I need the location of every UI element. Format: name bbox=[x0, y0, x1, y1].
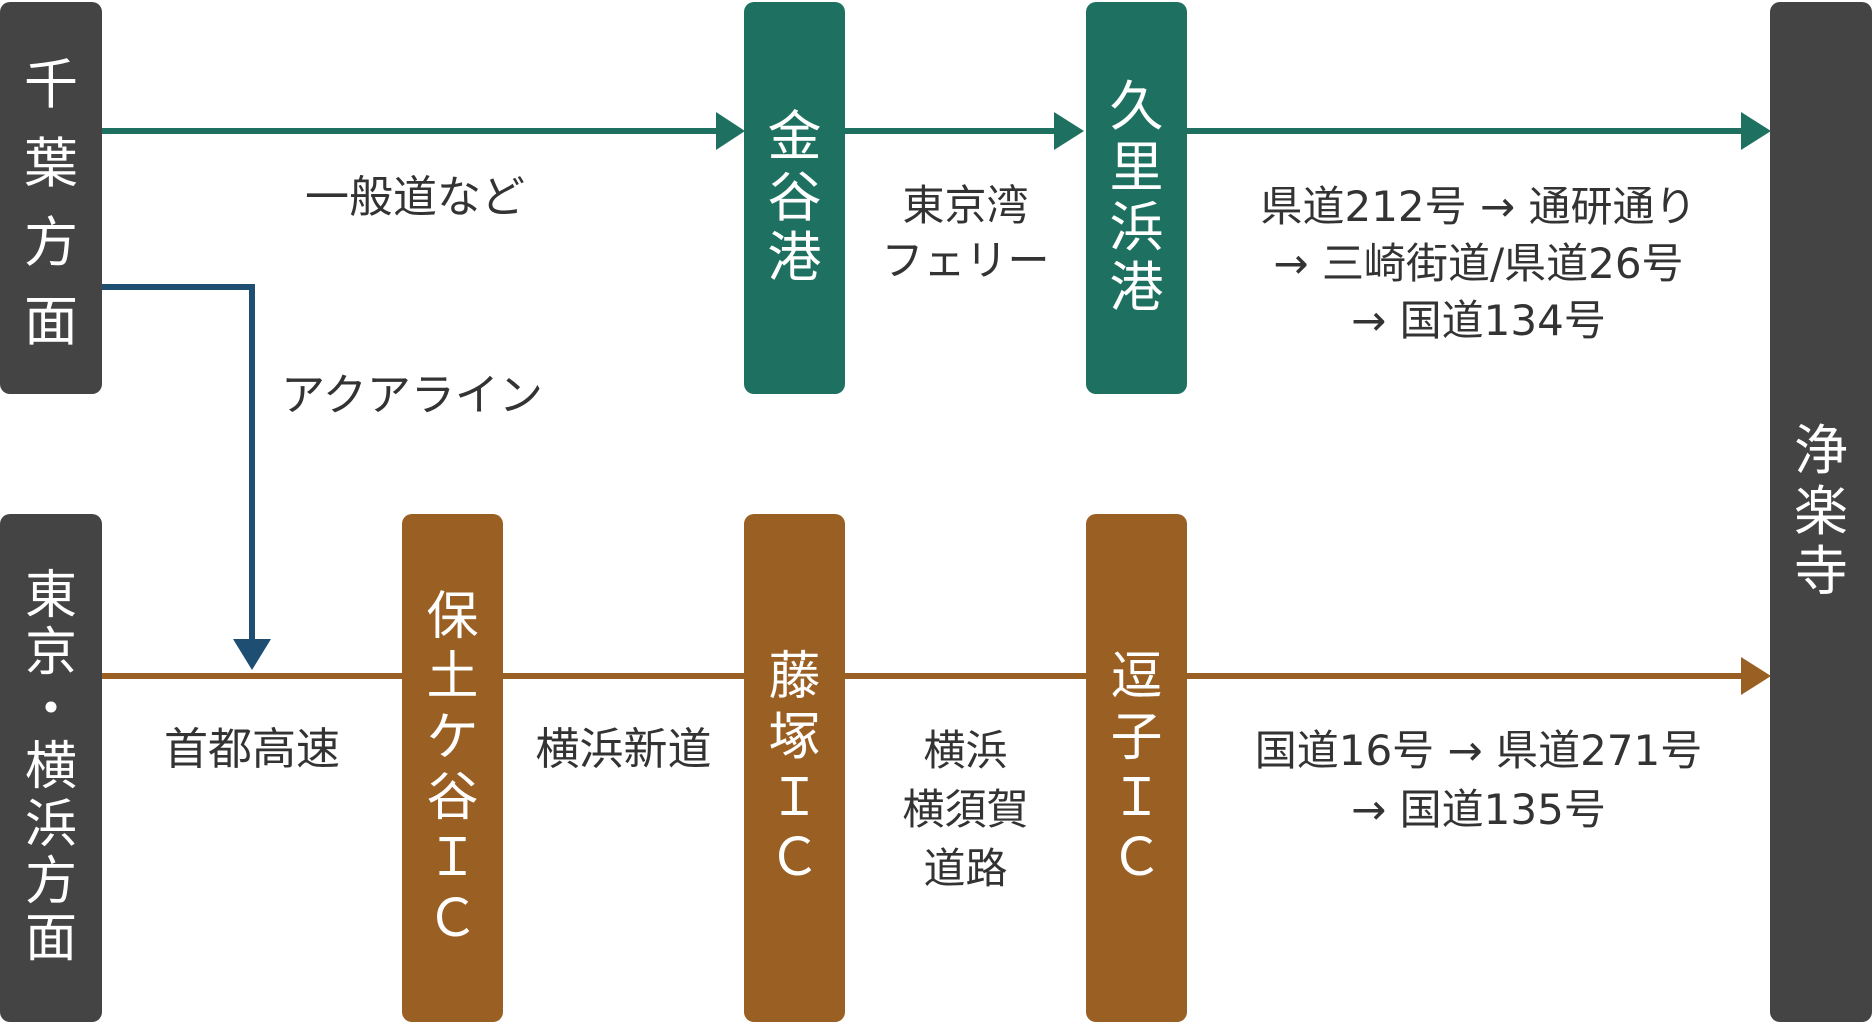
label-shuto-text: 首都高速 bbox=[164, 724, 340, 775]
origin-tokyo-yokohama: 東 京 ・ 横 浜 方 面 bbox=[0, 514, 102, 1022]
ic-fujitsuka-char: Ｃ bbox=[768, 828, 821, 889]
port-kanaya-char: 港 bbox=[767, 226, 822, 290]
origin-tokyo-char: 京 bbox=[24, 623, 77, 684]
label-yokohama-yokosuka-road: 横浜 横須賀 道路 bbox=[845, 722, 1086, 898]
ic-hodogaya: 保 土 ケ 谷 Ｉ Ｃ bbox=[402, 514, 503, 1022]
label-general-roads: 一般道など bbox=[250, 168, 580, 227]
ic-fujitsuka: 藤 塚 Ｉ Ｃ bbox=[744, 514, 845, 1022]
origin-chiba-char: 葉 bbox=[24, 132, 78, 195]
arrowhead-destination-top bbox=[1741, 112, 1771, 150]
ic-hodogaya-char: ケ bbox=[426, 707, 479, 768]
ic-zushi: 逗 子 Ｉ Ｃ bbox=[1086, 514, 1187, 1022]
origin-chiba-char: 方 bbox=[24, 211, 78, 274]
ic-fujitsuka-char: 藤 bbox=[768, 647, 821, 708]
label-ferry-line: フェリー bbox=[881, 236, 1050, 286]
arrowhead-aqualine bbox=[233, 639, 271, 670]
label-route-line: → 国道134号 bbox=[1351, 296, 1606, 346]
ic-hodogaya-char: Ｃ bbox=[426, 888, 479, 949]
label-route-line: → 国道135号 bbox=[1351, 784, 1606, 834]
origin-tokyo-char: 面 bbox=[24, 908, 77, 969]
label-shuto-expressway: 首都高速 bbox=[102, 720, 402, 779]
label-route-line: 県道212号 → 通研通り bbox=[1260, 182, 1697, 231]
label-yokohama-shindo: 横浜新道 bbox=[503, 720, 744, 779]
origin-chiba-char: 面 bbox=[24, 290, 78, 353]
label-ferry-line: 東京湾 bbox=[902, 181, 1029, 230]
ic-hodogaya-char: 谷 bbox=[426, 768, 479, 828]
port-kurihama-char: 浜 bbox=[1109, 196, 1164, 259]
ic-hodogaya-char: Ｉ bbox=[426, 828, 479, 889]
port-kurihama-char: 港 bbox=[1109, 256, 1164, 320]
label-zushi-to-jorakuji: 国道16号 → 県道271号 → 国道135号 bbox=[1187, 722, 1770, 840]
arrowhead-destination-bottom bbox=[1741, 657, 1771, 695]
destination-char: 寺 bbox=[1794, 540, 1848, 604]
ic-hodogaya-char: 保 bbox=[426, 587, 479, 648]
port-kanaya: 金 谷 港 bbox=[744, 2, 845, 394]
ic-fujitsuka-char: Ｉ bbox=[768, 768, 821, 828]
ic-zushi-char: 子 bbox=[1110, 707, 1163, 768]
label-yy-road-line: 横浜 bbox=[923, 726, 1008, 775]
ic-hodogaya-char: 土 bbox=[426, 647, 479, 708]
origin-chiba-char: 千 bbox=[24, 53, 78, 116]
port-kurihama-char: 久 bbox=[1109, 75, 1164, 139]
label-shindo-text: 横浜新道 bbox=[535, 724, 712, 775]
origin-chiba: 千 葉 方 面 bbox=[0, 2, 102, 394]
port-kurihama-char: 里 bbox=[1109, 135, 1164, 199]
destination-char: 楽 bbox=[1794, 479, 1848, 543]
origin-tokyo-char: 東 bbox=[24, 565, 77, 626]
label-yy-road-line: 横須賀 bbox=[902, 784, 1029, 834]
label-yy-road-line: 道路 bbox=[923, 843, 1008, 893]
destination-jorakuji: 浄 楽 寺 bbox=[1770, 2, 1872, 1022]
port-kurihama: 久 里 浜 港 bbox=[1086, 2, 1187, 394]
arrowhead-kanaya bbox=[716, 112, 745, 150]
ic-zushi-char: 逗 bbox=[1110, 647, 1163, 708]
origin-tokyo-char: 横 bbox=[24, 737, 77, 798]
port-kanaya-char: 金 bbox=[767, 105, 822, 169]
label-aqualine-text: アクアライン bbox=[281, 370, 543, 421]
ic-zushi-char: Ｉ bbox=[1110, 768, 1163, 828]
ic-zushi-char: Ｃ bbox=[1110, 828, 1163, 889]
destination-char: 浄 bbox=[1794, 419, 1848, 483]
ic-fujitsuka-char: 塚 bbox=[768, 707, 821, 768]
arrowhead-kurihama bbox=[1054, 112, 1084, 150]
origin-tokyo-char: 方 bbox=[24, 851, 77, 912]
label-route-line: 国道16号 → 県道271号 bbox=[1254, 726, 1703, 775]
label-kurihama-to-jorakuji: 県道212号 → 通研通り → 三崎街道/県道26号 → 国道134号 bbox=[1187, 178, 1770, 349]
port-kanaya-char: 谷 bbox=[767, 165, 822, 229]
label-tokyo-bay-ferry: 東京湾 フェリー bbox=[845, 178, 1086, 289]
origin-tokyo-char: ・ bbox=[24, 680, 77, 741]
label-aqualine: アクアライン bbox=[262, 366, 562, 425]
label-general-roads-text: 一般道など bbox=[305, 172, 525, 223]
label-route-line: → 三崎街道/県道26号 bbox=[1273, 239, 1684, 289]
aqualine-line bbox=[102, 284, 255, 642]
origin-tokyo-char: 浜 bbox=[24, 794, 77, 855]
